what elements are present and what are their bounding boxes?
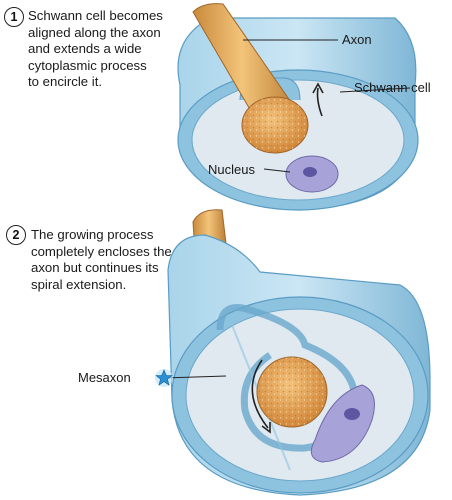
step-2-text: The growing process completely encloses … <box>31 227 172 293</box>
step-1-line: and extends a wide <box>28 41 142 56</box>
axon-2 <box>256 356 328 428</box>
step-1-line: Schwann cell becomes <box>28 8 163 23</box>
step-2-line: axon but continues its <box>31 260 159 275</box>
step-2-line: completely encloses the <box>31 243 172 259</box>
step-2-illustration <box>155 209 431 496</box>
step-2-number: 2 <box>6 225 26 245</box>
mesaxon-star-icon <box>155 369 173 387</box>
mesaxon-label: Mesaxon <box>78 370 131 385</box>
growth-arrow-1 <box>312 82 324 94</box>
growth-arrow-2 <box>261 422 271 434</box>
nucleus-1 <box>285 155 339 193</box>
step-1-text: Schwann cell becomes aligned along the a… <box>28 8 163 91</box>
step-1-line: aligned along the axon <box>28 24 161 40</box>
step-1-number: 1 <box>4 7 24 27</box>
nucleus-label: Nucleus <box>208 162 255 177</box>
step-2-line: spiral extension. <box>31 276 127 292</box>
schwann-cell-label: Schwann cell <box>354 80 431 95</box>
step-1-illustration <box>177 3 419 211</box>
nucleus-2 <box>310 384 375 463</box>
axon-1 <box>192 3 309 154</box>
step-1-line: cytoplasmic process <box>28 57 147 73</box>
step-2-line: The growing process <box>31 227 154 242</box>
axon-label: Axon <box>342 32 372 47</box>
step-1-line: to encircle it. <box>28 74 103 89</box>
